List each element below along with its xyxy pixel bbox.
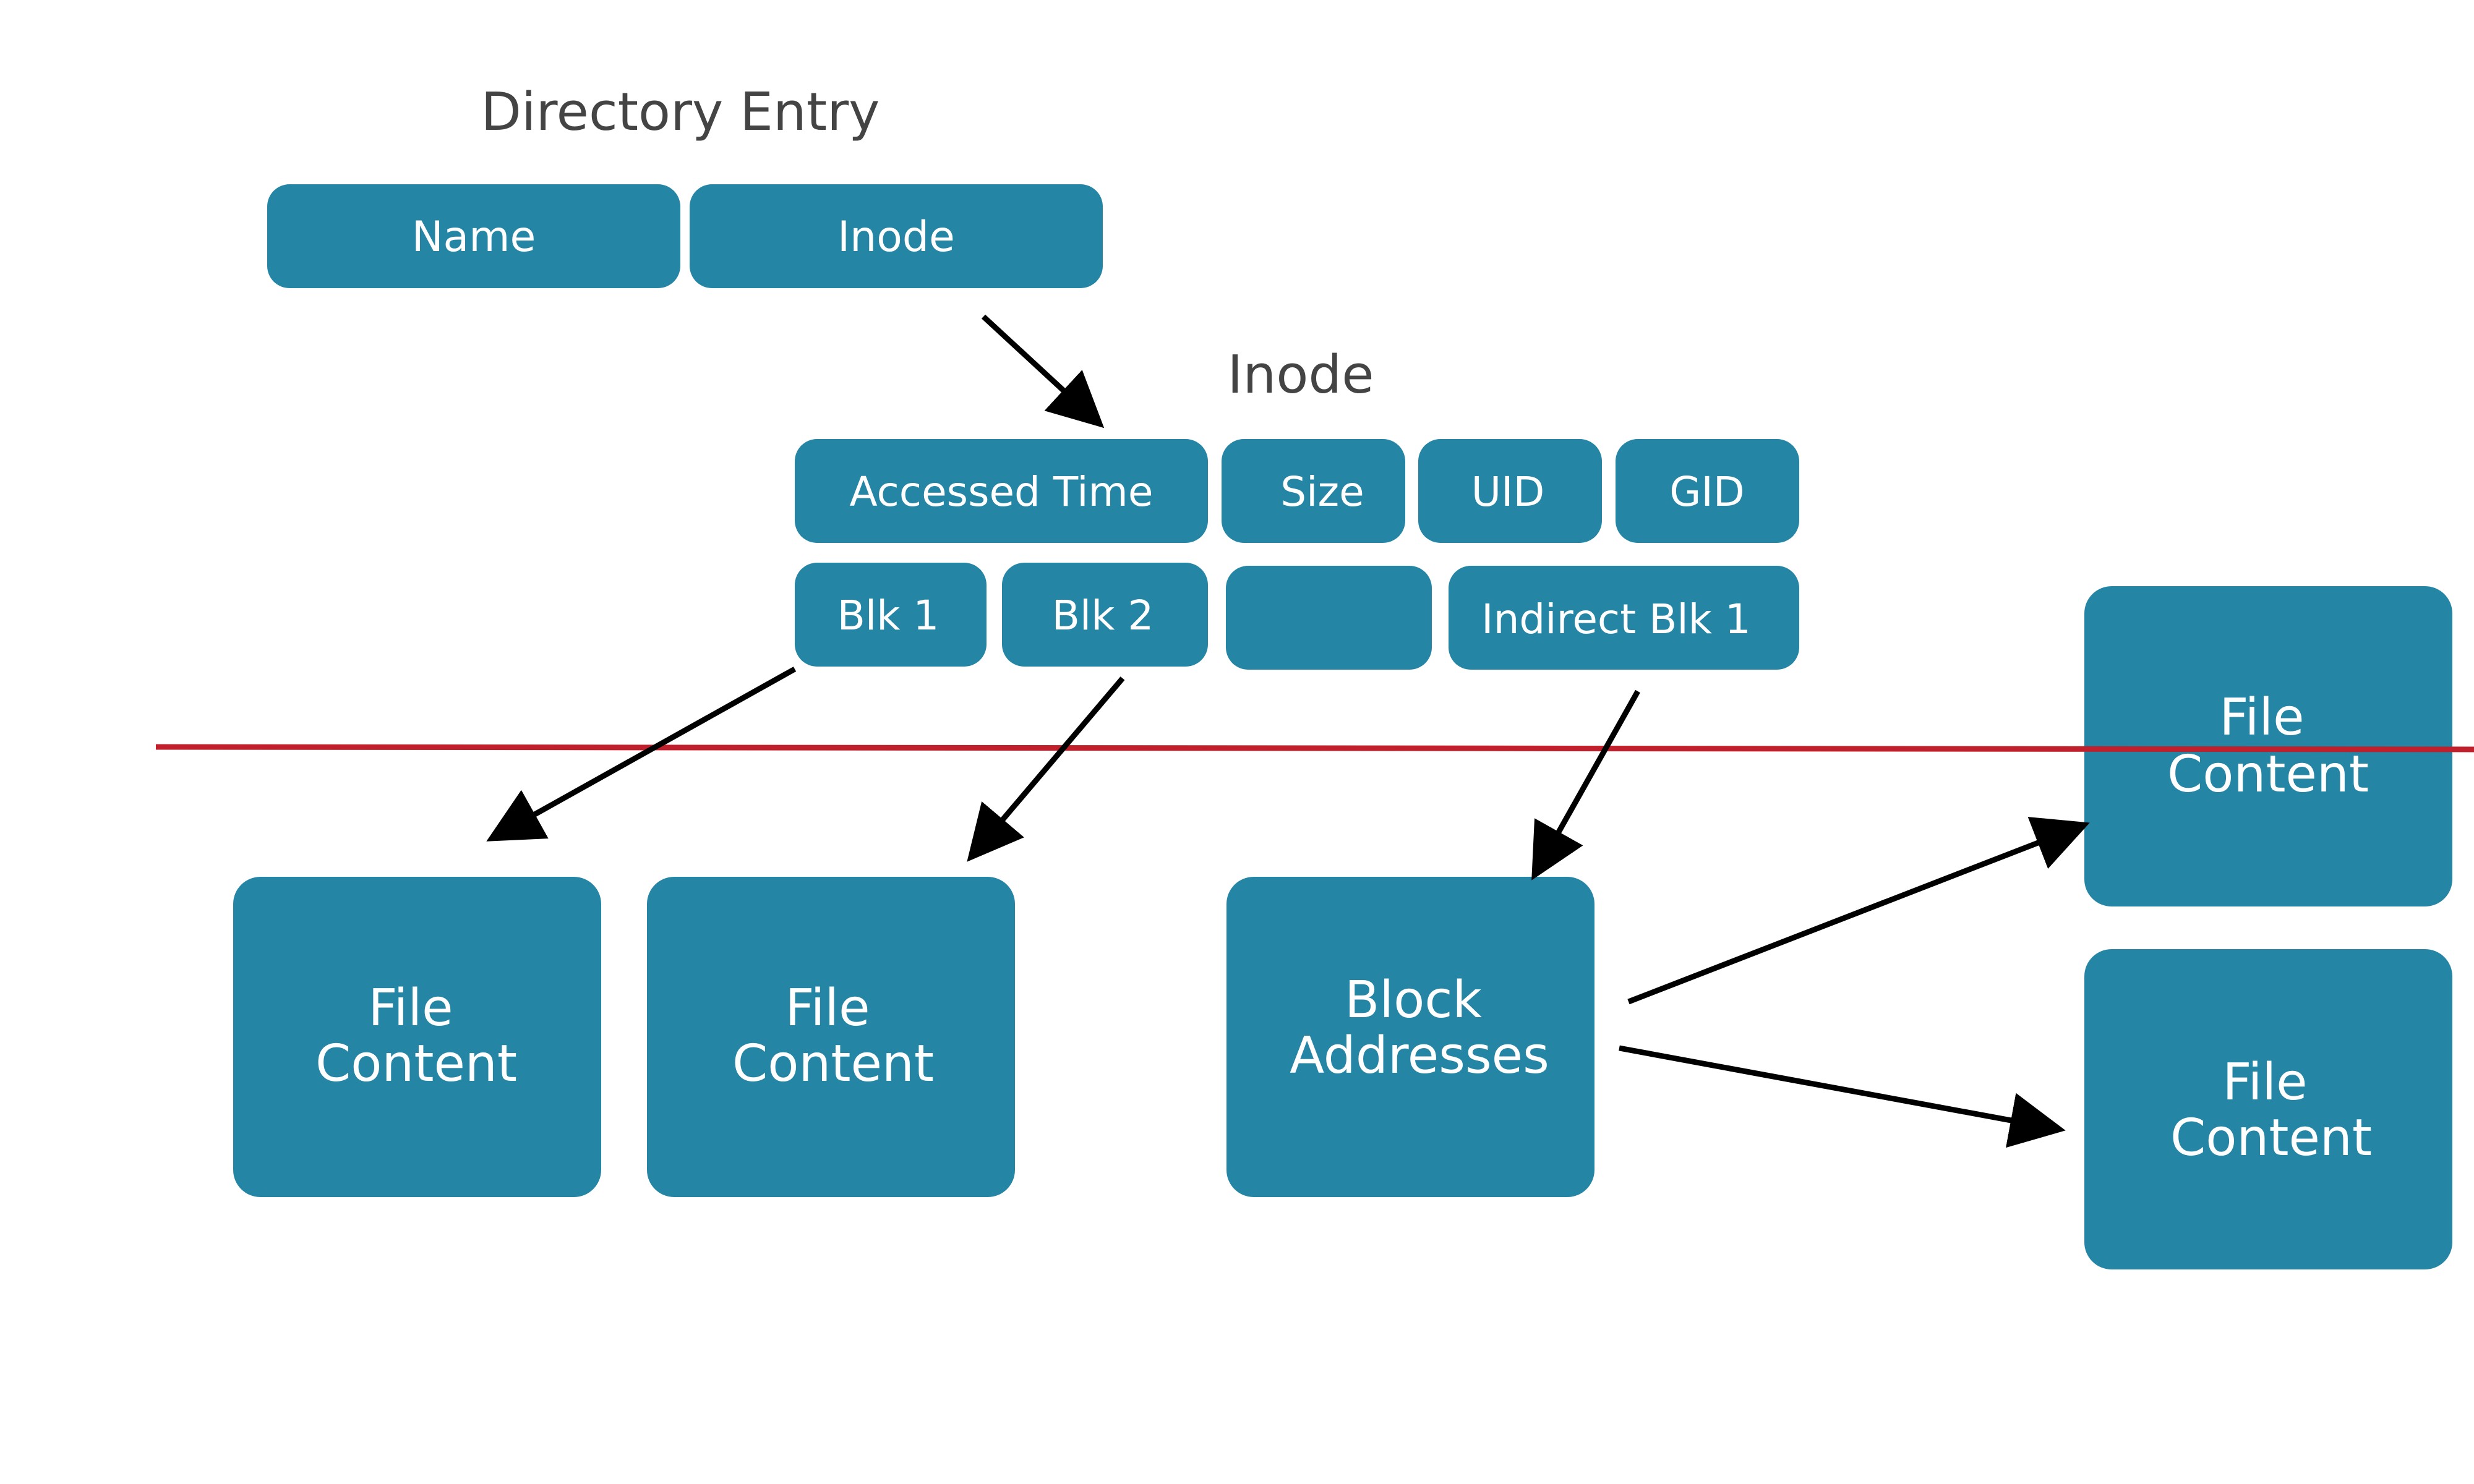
file-content-block-1: File Content [233, 877, 601, 1197]
inode-field-label: Inode [837, 213, 955, 262]
blk2-label: Blk 2 [1052, 592, 1154, 639]
arrow-addresses-to-bottom-right [1619, 1045, 2066, 1148]
arrow-indirect-to-block-addresses [1531, 689, 1640, 881]
file-content-2-line1: File [785, 979, 870, 1038]
blk1-label: Blk 1 [837, 592, 940, 639]
indirect-blk1-label: Indirect Blk 1 [1481, 595, 1751, 643]
arrow-blk1-to-file-content-1 [486, 667, 797, 842]
gid-label: GID [1669, 468, 1744, 516]
inode-empty-field [1226, 566, 1432, 670]
inode-blk1-field: Blk 1 [795, 563, 987, 667]
arrow-addresses-to-top-right [1627, 817, 2090, 1005]
divider-line [155, 744, 2474, 753]
block-addresses-line2: Addresses [1290, 1026, 1549, 1085]
block-addresses-block: Block Addresses [1226, 877, 1594, 1197]
inode-blk2-field: Blk 2 [1002, 563, 1208, 667]
inode-uid-field: UID [1418, 439, 1602, 543]
size-label: Size [1280, 468, 1364, 516]
file-content-block-bottom-right: File Content [2084, 949, 2452, 1269]
accessed-time-label: Accessed Time [850, 468, 1154, 516]
directory-entry-inode-field: Inode [690, 184, 1103, 288]
file-content-block-2: File Content [647, 877, 1015, 1197]
file-content-1-line2: Content [315, 1034, 517, 1093]
file-content-2-line2: Content [732, 1034, 934, 1093]
uid-label: UID [1471, 468, 1545, 516]
arrow-blk2-to-file-content-2 [967, 676, 1125, 862]
inode-size-field: Size [1222, 439, 1405, 543]
file-content-1-line1: File [368, 979, 453, 1038]
directory-entry-name-field: Name [267, 184, 680, 288]
file-content-top-right-line2: Content [2167, 745, 2369, 804]
inode-indirect-blk1-field: Indirect Blk 1 [1449, 566, 1799, 670]
file-content-top-right-line1: File [2219, 688, 2304, 747]
file-content-bottom-right-line2: Content [2170, 1109, 2372, 1167]
file-content-bottom-right-line1: File [2222, 1053, 2307, 1112]
file-content-block-top-right: File Content [2084, 586, 2452, 906]
block-addresses-line1: Block [1345, 971, 1482, 1030]
arrow-inode-to-inode-struct [981, 314, 1105, 429]
directory-entry-title: Directory Entry [481, 82, 880, 143]
name-field-label: Name [412, 213, 536, 262]
inode-gid-field: GID [1616, 439, 1799, 543]
inode-accessed-time-field: Accessed Time [795, 439, 1208, 543]
inode-title: Inode [1227, 344, 1374, 406]
